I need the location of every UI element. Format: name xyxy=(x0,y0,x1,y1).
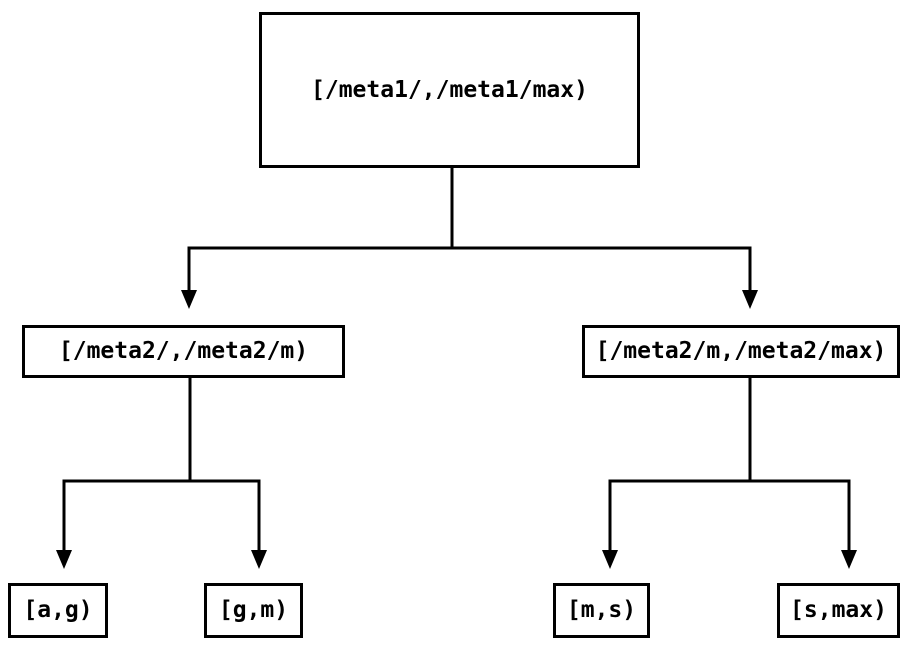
node-leaf-gm-label: [g,m) xyxy=(218,597,289,623)
arrowhead-to-leaf-gm-icon xyxy=(251,550,267,569)
arrowhead-to-meta2-left-icon xyxy=(181,290,197,309)
node-leaf-ms: [m,s) xyxy=(553,583,650,638)
edge-root-branches xyxy=(187,246,752,291)
arrowhead-to-meta2-right-icon xyxy=(742,290,758,309)
node-leaf-gm: [g,m) xyxy=(204,583,303,638)
node-leaf-smax: [s,max) xyxy=(777,583,900,638)
node-leaf-ms-label: [m,s) xyxy=(566,597,637,623)
arrowhead-to-leaf-ms-icon xyxy=(602,550,618,569)
node-leaf-ag-label: [a,g) xyxy=(23,597,93,623)
node-root-label: [/meta1/,/meta1/max) xyxy=(311,76,588,103)
edge-meta2-left-branches xyxy=(62,479,261,551)
node-root: [/meta1/,/meta1/max) xyxy=(259,12,640,168)
node-meta2-left: [/meta2/,/meta2/m) xyxy=(22,325,345,378)
arrowhead-to-leaf-ag-icon xyxy=(56,550,72,569)
node-leaf-ag: [a,g) xyxy=(8,583,108,638)
edge-meta2-right-branches xyxy=(608,479,851,551)
arrowhead-to-leaf-smax-icon xyxy=(841,550,857,569)
node-meta2-left-label: [/meta2/,/meta2/m) xyxy=(58,338,309,364)
node-leaf-smax-label: [s,max) xyxy=(790,597,887,623)
node-meta2-right: [/meta2/m,/meta2/max) xyxy=(582,325,900,378)
node-meta2-right-label: [/meta2/m,/meta2/max) xyxy=(595,338,887,364)
